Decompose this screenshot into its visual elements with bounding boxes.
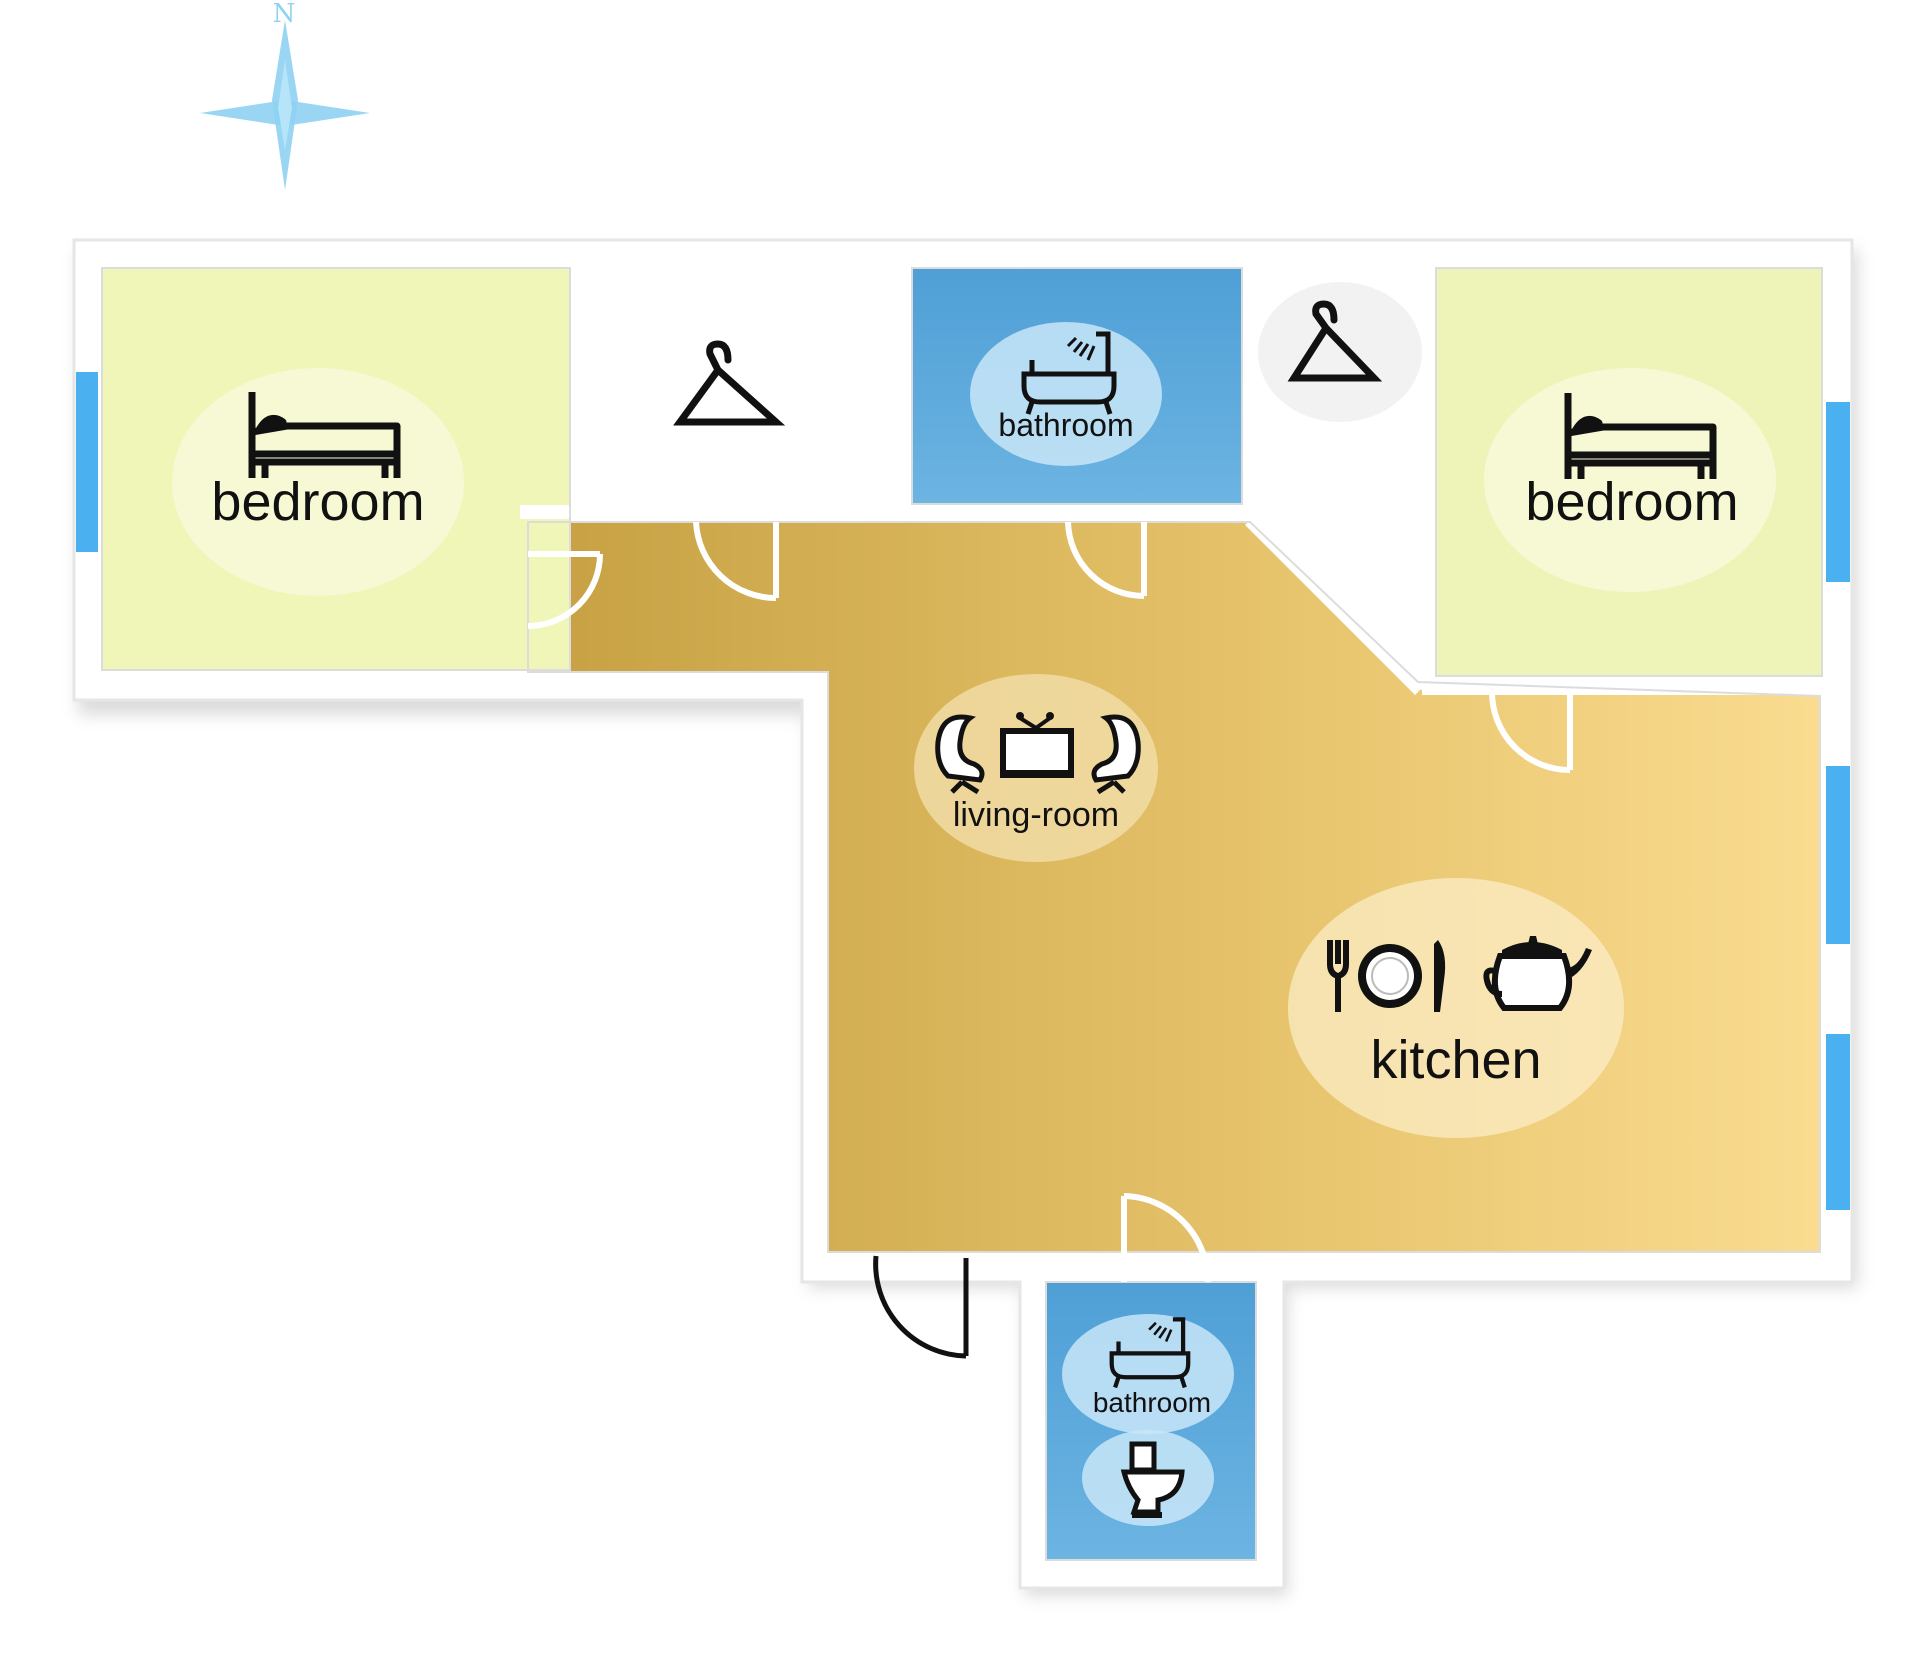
- bedroom-west: bedroom: [211, 392, 425, 532]
- bedroom-east: bedroom: [1525, 393, 1739, 532]
- kitchen: kitchen: [1327, 936, 1592, 1090]
- living-room: living-room: [935, 712, 1141, 834]
- armchair-icon: [935, 714, 985, 795]
- door-closet-west: [693, 521, 779, 602]
- living-room-label: living-room: [953, 796, 1119, 834]
- bathroom-north: bathroom: [998, 331, 1134, 443]
- door-bedroom-east: [1489, 691, 1573, 773]
- doors: [527, 415, 1573, 1283]
- hanger-icon-east: [1287, 300, 1383, 382]
- door-bathroom-south: [1121, 1193, 1211, 1283]
- bathtub-shower-icon: [1021, 331, 1117, 415]
- window-east-middle: [1826, 766, 1850, 944]
- bed-icon: [248, 392, 401, 478]
- kitchen-label: kitchen: [1370, 1030, 1541, 1090]
- tv-icon: [1000, 712, 1074, 778]
- teapot-icon: [1483, 936, 1592, 1011]
- window-east-upper: [1826, 402, 1850, 582]
- bathroom-south: bathroom: [1093, 1317, 1211, 1518]
- bathroom-south-label: bathroom: [1093, 1387, 1211, 1418]
- armchair-icon-right: [1091, 714, 1141, 795]
- hanger-icon: [673, 340, 786, 426]
- cutlery-plate-icon: [1327, 940, 1446, 1012]
- door-closet-east: [1347, 415, 1435, 505]
- toilet-icon: [1120, 1441, 1185, 1518]
- compass-north-label: N: [273, 0, 296, 29]
- wall-outline: [101, 267, 1823, 1561]
- window-east-lower: [1826, 1034, 1850, 1210]
- bed-icon-east: [1564, 393, 1717, 479]
- bedroom-west-label: bedroom: [211, 472, 424, 532]
- door-bathroom-north: [1065, 521, 1147, 599]
- bedroom-east-label: bedroom: [1525, 472, 1738, 532]
- window-west: [76, 372, 98, 552]
- bathtub-shower-icon-south: [1109, 1317, 1191, 1389]
- windows: [76, 372, 1850, 1210]
- door-bedroom-west: [527, 551, 603, 629]
- bathroom-north-label: bathroom: [998, 407, 1133, 443]
- entrance-door: [873, 1255, 969, 1359]
- compass-rose-icon: N: [200, 0, 370, 190]
